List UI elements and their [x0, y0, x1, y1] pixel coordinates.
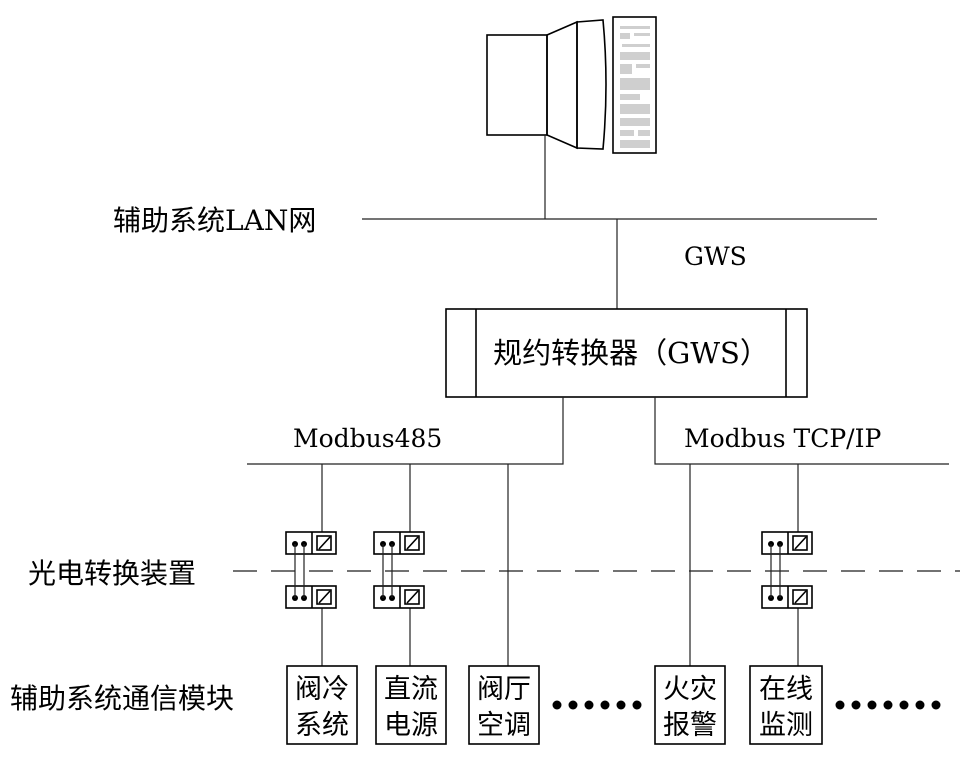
module-4-line1: 火灾 — [663, 674, 717, 705]
modbus485-bus — [247, 397, 564, 465]
module-2-line1: 直流 — [384, 674, 438, 705]
module-3-line1: 阀厅 — [477, 674, 531, 705]
pc-tower-panel — [620, 26, 650, 148]
converter-label: 规约转换器（GWS） — [493, 336, 769, 370]
module-fire-alarm: 火灾 报警 — [654, 665, 726, 745]
module-2-line2: 电源 — [384, 710, 438, 741]
computer-workstation-icon — [486, 16, 657, 154]
module-dc-power: 直流 电源 — [375, 665, 447, 745]
module-5-line2: 监测 — [759, 710, 813, 741]
pc-tower — [612, 16, 657, 154]
optical-converter-icon — [285, 531, 337, 609]
modules-title: 辅助系统通信模块 — [10, 682, 234, 715]
ellipsis-dots — [552, 700, 642, 710]
optical-converter-icon — [373, 531, 425, 609]
protocol-converter: 规约转换器（GWS） — [445, 308, 808, 398]
converter-box — [445, 308, 808, 398]
monitor-screen — [486, 34, 548, 136]
module-4-line2: 报警 — [663, 710, 717, 741]
modbus485-label: Modbus485 — [293, 424, 442, 453]
lan-label: 辅助系统LAN网 — [113, 204, 316, 237]
ellipsis-dots — [835, 700, 941, 710]
module-5-line1: 在线 — [759, 674, 813, 705]
monitor-body — [576, 19, 607, 150]
gws-label: GWS — [684, 242, 747, 271]
optical-converter-icon — [761, 531, 813, 609]
module-1-line1: 阀冷 — [295, 674, 349, 705]
modbus-tcp-label: Modbus TCP/IP — [684, 424, 881, 453]
module-3-line2: 空调 — [477, 710, 531, 741]
module-online-monitoring: 在线 监测 — [749, 665, 823, 745]
module-valve-cooling: 阀冷 系统 — [286, 665, 358, 745]
optical-label: 光电转换装置 — [28, 557, 196, 590]
module-1-line2: 系统 — [295, 710, 349, 741]
modbus-tcp-bus — [654, 397, 949, 465]
module-valve-hall-ac: 阀厅 空调 — [468, 665, 540, 745]
monitor-neck — [546, 20, 578, 150]
